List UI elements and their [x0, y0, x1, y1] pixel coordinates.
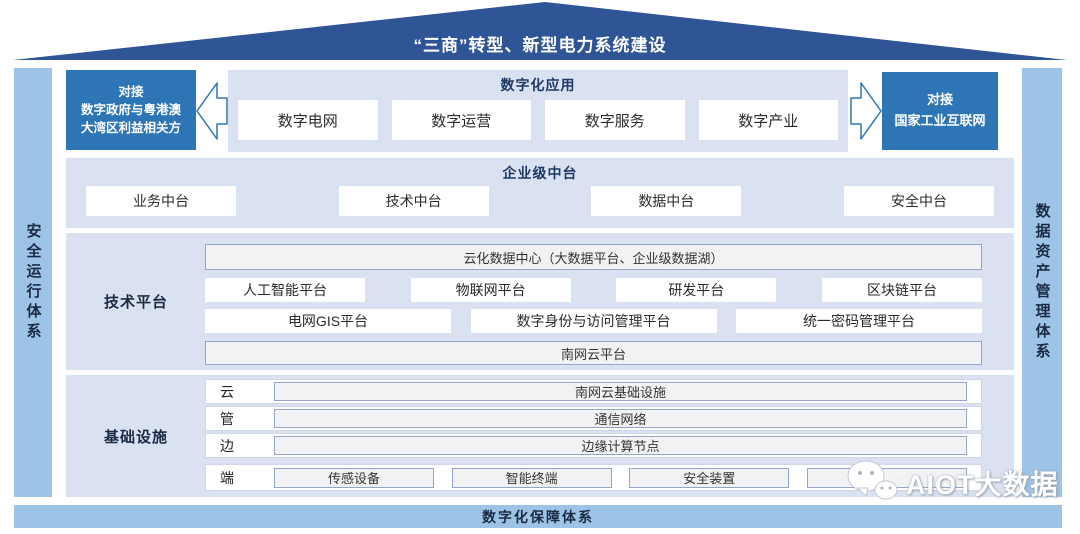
- platform-box-password: 统一密码管理平台: [736, 309, 982, 333]
- mid-box-data: 数据中台: [591, 186, 742, 216]
- arrow-right-icon: [850, 82, 882, 140]
- right-system-label: 数据资产管理体系: [1033, 202, 1051, 363]
- platform-box-gis: 电网GIS平台: [205, 309, 451, 333]
- infra-tag-edge: 边: [220, 437, 234, 454]
- left-system-label: 安全运行体系: [24, 222, 42, 343]
- mid-box-tech: 技术中台: [338, 186, 489, 216]
- infra-tag-pipe: 管: [220, 410, 234, 427]
- infra-box-comm-network: 通信网络: [274, 409, 967, 428]
- right-system-band: 数据资产管理体系: [1022, 68, 1062, 497]
- infrastructure-content: 云 南网云基础设施 管 通信网络 边 边缘计算节点 端 传感设备 智能终端 安全…: [205, 375, 982, 497]
- infra-row-edge: 边 边缘计算节点: [205, 433, 982, 458]
- tech-platform-content: 云化数据中心（大数据平台、企业级数据湖） 人工智能平台 物联网平台 研发平台 区…: [205, 233, 982, 370]
- enterprise-platform-title: 企业级中台: [502, 165, 578, 181]
- cloud-data-center-box: 云化数据中心（大数据平台、企业级数据湖）: [205, 244, 982, 270]
- enterprise-platform-panel: 企业级中台 业务中台 技术中台 数据中台 安全中台: [66, 158, 1014, 228]
- bottom-guarantee-band: 数字化保障体系: [14, 505, 1062, 528]
- infra-box-sensors: 传感设备: [274, 467, 434, 488]
- connect-gov-line: 对接: [118, 84, 144, 99]
- connect-gov-line: 大湾区利益相关方: [80, 121, 181, 136]
- bottom-guarantee-label: 数字化保障体系: [482, 508, 594, 525]
- wechat-icon: …: [847, 460, 906, 500]
- mid-box-security: 安全中台: [843, 186, 994, 216]
- platform-box-iot: 物联网平台: [410, 278, 571, 302]
- infra-box-cloud-base: 南网云基础设施: [274, 382, 967, 401]
- connect-industrial-internet-box: 对接 国家工业互联网: [882, 72, 998, 150]
- tech-platform-panel: 技术平台 云化数据中心（大数据平台、企业级数据湖） 人工智能平台 物联网平台 研…: [66, 233, 1014, 370]
- infra-tag-cloud: 云: [220, 383, 234, 400]
- app-box-digital-ops: 数字运营: [391, 100, 531, 140]
- infra-box-safety: 安全装置: [629, 467, 790, 488]
- roof-triangle: [13, 2, 1067, 60]
- connect-gov-line: 数字政府与粤港澳: [80, 102, 181, 117]
- platform-box-identity: 数字身份与访问管理平台: [470, 309, 717, 333]
- mid-box-business: 业务中台: [86, 186, 236, 216]
- digital-apps-row: 数字电网 数字运营 数字服务 数字产业: [228, 100, 848, 142]
- watermark: … AIOT大数据: [842, 458, 1059, 506]
- svg-text:…: …: [898, 463, 906, 477]
- roof-title: “三商”转型、新型电力系统建设: [413, 36, 667, 55]
- southern-grid-cloud-box: 南网云平台: [205, 341, 982, 365]
- infrastructure-panel: 基础设施 云 南网云基础设施 管 通信网络 边 边缘计算节点 端 传感设备 智能…: [66, 375, 1014, 497]
- infra-tag-end: 端: [220, 469, 234, 486]
- tech-platform-row2: 人工智能平台 物联网平台 研发平台 区块链平台: [205, 278, 982, 302]
- platform-box-blockchain: 区块链平台: [821, 278, 982, 302]
- infra-row-cloud: 云 南网云基础设施: [205, 379, 982, 404]
- infra-row-pipe: 管 通信网络: [205, 406, 982, 431]
- digital-apps-panel: 数字化应用 数字电网 数字运营 数字服务 数字产业: [228, 70, 848, 152]
- tech-platform-label: 技术平台: [103, 294, 168, 311]
- infra-box-edge-nodes: 边缘计算节点: [274, 436, 967, 455]
- infra-box-terminals: 智能终端: [451, 467, 612, 488]
- arrow-left-icon: [196, 82, 228, 140]
- connect-ii-line: 对接: [926, 92, 953, 108]
- connect-ii-line: 国家工业互联网: [894, 113, 986, 128]
- connect-gov-box: 对接 数字政府与粤港澳 大湾区利益相关方: [66, 70, 196, 150]
- app-box-digital-service: 数字服务: [545, 100, 685, 140]
- platform-box-rnd: 研发平台: [616, 278, 777, 302]
- enterprise-platform-row: 业务中台 技术中台 数据中台 安全中台: [66, 186, 1014, 216]
- watermark-text: AIOT大数据: [906, 469, 1059, 500]
- app-box-digital-industry: 数字产业: [698, 100, 838, 140]
- left-system-band: 安全运行体系: [14, 68, 52, 497]
- tech-platform-row3: 电网GIS平台 数字身份与访问管理平台 统一密码管理平台: [205, 309, 982, 333]
- digital-apps-title: 数字化应用: [500, 77, 576, 93]
- infrastructure-label: 基础设施: [103, 428, 168, 446]
- platform-box-ai: 人工智能平台: [205, 278, 365, 302]
- app-box-digital-grid: 数字电网: [238, 100, 378, 140]
